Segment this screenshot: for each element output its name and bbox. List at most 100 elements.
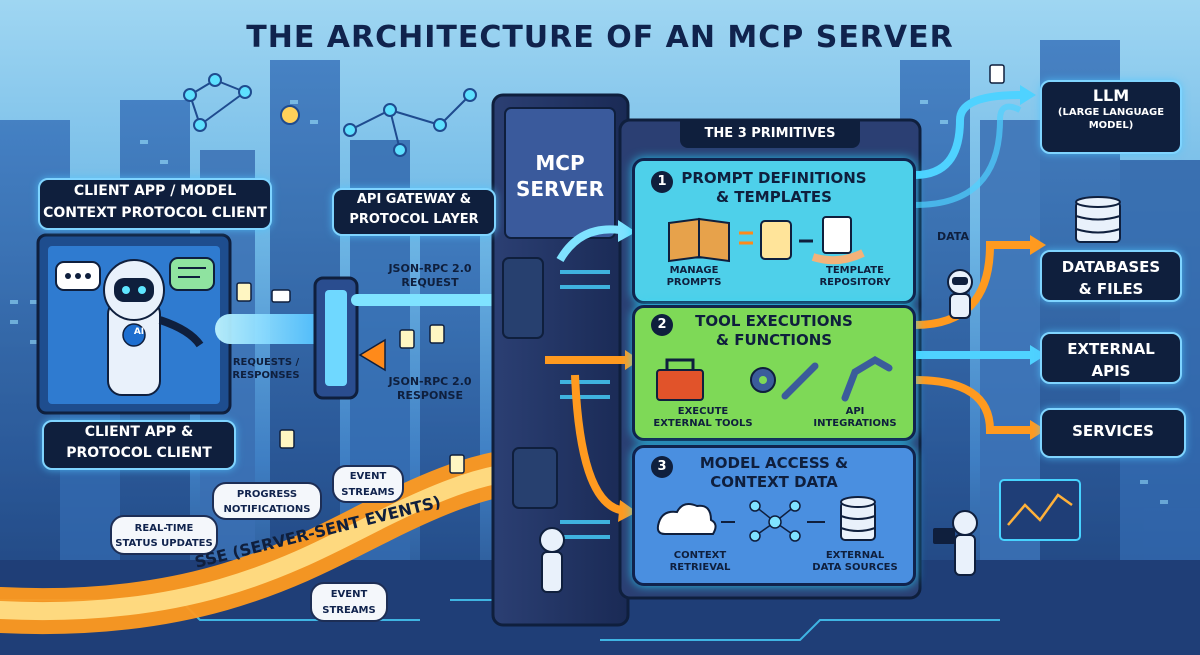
requests-responses-label-line2: RESPONSES [232,370,300,381]
robot-bottom-center [539,527,565,593]
cloud-icon [656,503,717,535]
panel-3-icons [656,496,876,542]
data-label: DATA [937,230,969,243]
chart-display [999,479,1081,541]
service-external-apis-line2: APIS [1091,362,1131,380]
panel-3-right-caption: EXTERNAL DATA SOURCES [803,550,907,574]
arrow-to-panel-3 [571,374,622,514]
robot-arm-icon [841,355,893,402]
database-icon [840,496,876,541]
floating-documents [236,64,1005,474]
event-streams-bottom-label: EVENT STREAMS [310,582,388,622]
panel-1-left-line1: MANAGE [669,265,719,276]
client-robot [103,259,204,396]
client-beam [215,314,335,344]
panel-1-right-caption: TEMPLATE REPOSITORY [805,265,905,289]
panel-3-left-caption: CONTEXT RETRIEVAL [655,550,745,574]
service-external-apis-line1: EXTERNAL [1067,340,1155,358]
robot-ai-badge: AI [133,327,145,337]
service-databases-line2: & FILES [1078,280,1144,298]
service-external-apis: EXTERNAL APIS [1040,332,1182,384]
panel-2-number: 2 [651,314,673,336]
progress-line1: PROGRESS [236,489,298,500]
database-stack-icon [1075,196,1121,243]
response-label-line1: JSON-RPC 2.0 [388,375,472,388]
panel-1-left-caption: MANAGE PROMPTS [649,265,739,289]
primitive-panel-model-access: 3 MODEL ACCESS & CONTEXT DATA CONTEXT RE… [632,445,916,586]
panel-2-left-caption: EXECUTE EXTERNAL TOOLS [643,406,763,430]
document-icon [822,216,852,254]
service-databases-line1: DATABASES [1061,258,1161,276]
panel-2-left-line2: EXTERNAL TOOLS [653,418,753,429]
service-databases: DATABASES & FILES [1040,250,1182,302]
wrench-icon [781,362,819,400]
panel-1-title-line1: PROMPT DEFINITIONS [681,169,867,187]
arrow-databases [914,241,1030,329]
event-streams-top-label: EVENT STREAMS [332,465,404,503]
panel-1-left-line2: PROMPTS [666,277,722,288]
robot-right-lower [933,510,978,576]
panel-3-left-line2: RETRIEVAL [669,562,731,573]
request-label: JSON-RPC 2.0 REQUEST [370,262,490,290]
panel-3-title: MODEL ACCESS & CONTEXT DATA [635,454,913,492]
event-streams-top-line1: EVENT [349,471,387,482]
robot-right-upper [947,269,973,319]
client-top-label-line1: CLIENT APP / MODEL [73,183,237,199]
panel-3-title-line1: MODEL ACCESS & [699,454,849,472]
requests-responses-label: REQUESTS / RESPONSES [226,356,306,382]
panel-2-title-line2: & FUNCTIONS [715,331,833,349]
panel-2-title-line1: TOOL EXECUTIONS [695,312,853,330]
service-llm: LLM (LARGE LANGUAGE MODEL) [1040,80,1182,154]
chat-bubble-right [169,257,215,291]
diagram-title: THE ARCHITECTURE OF AN MCP SERVER [246,20,954,55]
arrow-to-panel-1 [556,225,621,263]
panel-1-right-line1: TEMPLATE [826,265,884,276]
response-label-line2: RESPONSE [397,389,463,402]
realtime-status-label: REAL-TIME STATUS UPDATES [110,515,218,555]
primitives-title: THE 3 PRIMITIVES [680,120,860,148]
panel-2-icons [656,355,893,402]
service-llm-line1: LLM [1092,86,1130,105]
gateway-label-line2: PROTOCOL LAYER [349,212,479,227]
toolbox-icon [656,369,704,401]
panel-2-right-caption: API INTEGRATIONS [805,406,905,430]
panel-2-title: TOOL EXECUTIONS & FUNCTIONS [635,312,913,350]
pie-icon [280,105,300,125]
gateway-label: API GATEWAY & PROTOCOL LAYER [332,188,496,236]
client-bottom-label: CLIENT APP & PROTOCOL CLIENT [42,420,236,470]
server-port-bottom [512,447,558,509]
panel-1-title: PROMPT DEFINITIONS & TEMPLATES [635,169,913,207]
panel-3-number: 3 [651,456,673,478]
progress-line2: NOTIFICATIONS [223,504,311,515]
client-top-label: CLIENT APP / MODEL CONTEXT PROTOCOL CLIE… [38,178,272,230]
panel-1-icons [668,216,865,265]
primitive-panel-tools: 2 TOOL EXECUTIONS & FUNCTIONS EXECUTE EX… [632,305,916,441]
network-graph [183,73,477,157]
network-icon [749,500,801,542]
hand-icon [811,249,865,265]
panel-1-title-line2: & TEMPLATES [716,188,832,206]
scroll-icon [760,220,792,260]
requests-responses-label-line1: REQUESTS / [232,357,300,368]
gateway-label-line1: API GATEWAY & [356,192,472,207]
event-streams-bottom-line2: STREAMS [322,605,376,616]
panel-3-right-line1: EXTERNAL [825,550,885,561]
client-bottom-label-line2: PROTOCOL CLIENT [66,445,212,461]
panel-1-number: 1 [651,171,673,193]
service-llm-line3: MODEL) [1088,120,1134,131]
panel-2-right-line1: API [845,406,865,417]
response-label: JSON-RPC 2.0 RESPONSE [370,375,490,403]
service-services: SERVICES [1040,408,1186,458]
panel-3-right-line2: DATA SOURCES [812,562,898,573]
mcp-server-label-line2: SERVER [515,177,604,201]
panel-3-left-line1: CONTEXT [673,550,727,561]
realtime-line1: REAL-TIME [134,523,194,534]
event-streams-top-line2: STREAMS [341,487,395,498]
panel-2-left-line1: EXECUTE [677,406,729,417]
event-streams-bottom-line1: EVENT [330,589,368,600]
client-bottom-label-line1: CLIENT APP & [84,424,194,440]
request-label-line2: REQUEST [401,276,459,289]
service-llm-line2: (LARGE LANGUAGE [1057,107,1165,118]
primitive-panel-prompts: 1 PROMPT DEFINITIONS & TEMPLATES MANAGE … [632,158,916,304]
